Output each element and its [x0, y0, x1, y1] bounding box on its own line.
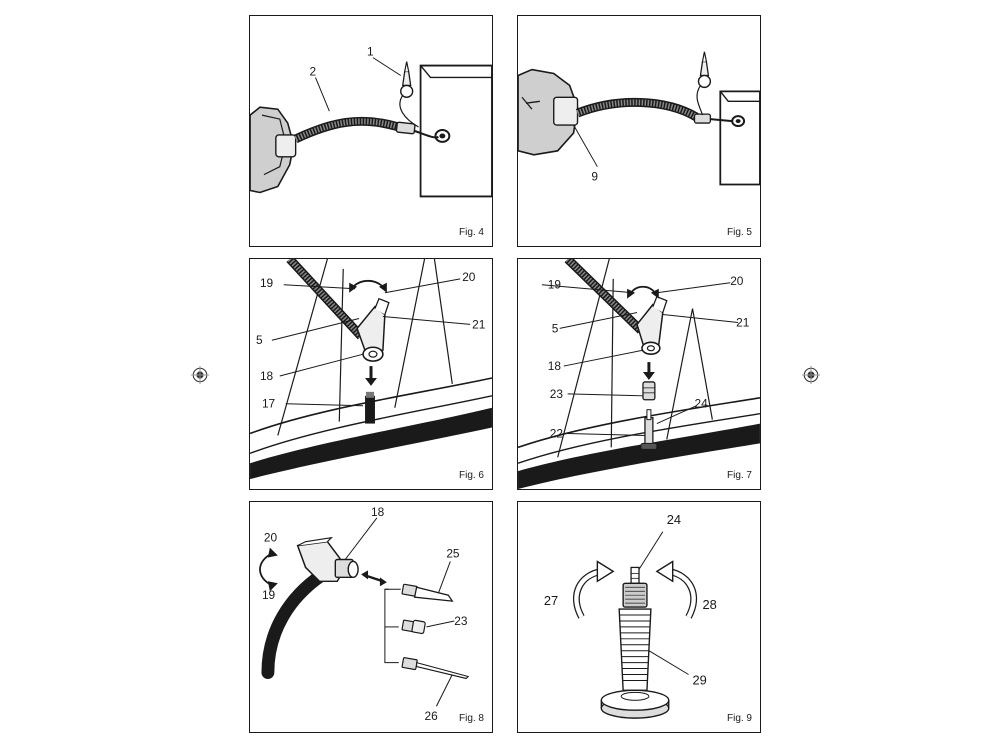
callout-19: 19: [262, 588, 276, 602]
figure-label: Fig. 7: [726, 470, 752, 481]
figure-6-panel: 19 20 5 21 18 17 Fig. 6: [249, 258, 493, 490]
callout-18: 18: [260, 369, 274, 383]
callout-5: 5: [552, 321, 559, 335]
figure-9-drawing: 24 27 28 29: [544, 512, 717, 719]
callout-25: 25: [446, 547, 460, 561]
figure-label: Fig. 5: [726, 227, 752, 238]
callout-23: 23: [454, 614, 468, 628]
figure-label: Fig. 4: [458, 227, 484, 238]
figure-label: Fig. 9: [726, 713, 752, 724]
callout-20: 20: [264, 531, 278, 545]
figure-8-drawing: 18 20 19 25 23 26: [259, 505, 470, 723]
callout-1: 1: [367, 45, 374, 59]
figure-9-panel: 24 27 28 29 Fig. 9: [517, 501, 761, 733]
figure-label: Fig. 6: [458, 470, 484, 481]
callout-19: 19: [548, 278, 562, 292]
figure-5-drawing: 9: [518, 51, 760, 186]
callout-29: 29: [693, 672, 707, 687]
callout-5: 5: [256, 333, 263, 347]
figure-7-panel: 19 20 5 21 18 23 24 22 Fig. 7: [517, 258, 761, 490]
callout-22: 22: [550, 426, 563, 440]
callout-18: 18: [548, 359, 562, 373]
figure-8-panel: 18 20 19 25 23 26 Fig. 8: [249, 501, 493, 733]
callout-20: 20: [462, 270, 476, 284]
figure-6-drawing: 19 20 5 21 18 17: [250, 259, 492, 480]
callout-24: 24: [667, 512, 681, 527]
figure-label: Fig. 8: [458, 713, 484, 724]
callout-27: 27: [544, 593, 558, 608]
figure-7-drawing: 19 20 5 21 18 23 24 22: [518, 259, 760, 489]
callout-18: 18: [371, 505, 385, 519]
figure-4-panel: 1 2 Fig. 4: [249, 15, 493, 247]
callout-2: 2: [310, 64, 317, 78]
callout-28: 28: [702, 597, 716, 612]
registration-mark-left: [191, 366, 209, 384]
callout-24: 24: [695, 397, 709, 411]
callout-9: 9: [591, 170, 598, 184]
callout-23: 23: [550, 387, 564, 401]
figure-5-panel: 9 Fig. 5: [517, 15, 761, 247]
registration-mark-right: [802, 366, 820, 384]
callout-21: 21: [472, 317, 486, 331]
callout-26: 26: [425, 709, 439, 723]
callout-20: 20: [730, 274, 744, 288]
figure-4-drawing: 1 2: [250, 45, 492, 198]
callout-19: 19: [260, 276, 274, 290]
callout-21: 21: [736, 315, 750, 329]
callout-17: 17: [262, 397, 275, 411]
